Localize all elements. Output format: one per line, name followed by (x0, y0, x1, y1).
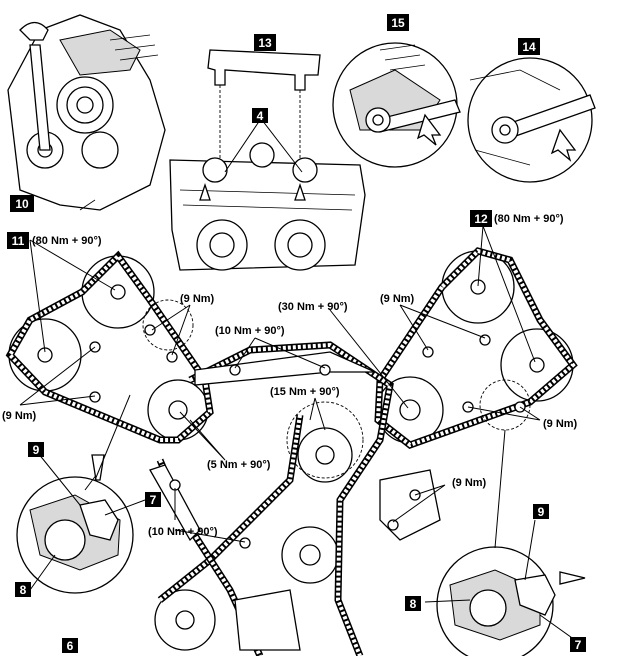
inset-tensioner-left (16, 394, 146, 594)
callout-label: 12 (474, 212, 488, 226)
cylinder-head-assembly (169, 49, 366, 271)
callout-8-right: 8 (405, 596, 421, 611)
push-arrow-icon (91, 454, 105, 481)
callout-label: 11 (12, 234, 25, 248)
callout-label: 7 (575, 638, 582, 652)
callout-label: 9 (538, 505, 545, 519)
callout-label: 10 (15, 197, 29, 211)
callout-11: 11 (7, 232, 29, 249)
rotate-arrow-icon-14 (550, 128, 577, 162)
callout-label: 15 (391, 16, 405, 30)
callout-8-left: 8 (15, 582, 31, 597)
torque-label-center-top: (30 Nm + 90°) (278, 301, 348, 313)
callout-4: 4 (252, 108, 268, 123)
torque-label-lower-left: (10 Nm + 90°) (148, 526, 218, 538)
push-arrow-icon-right (559, 571, 586, 585)
torque-label-right-side: (9 Nm) (543, 418, 578, 430)
inset-tensioner-right (424, 429, 586, 661)
callout-6: 6 (62, 638, 78, 653)
callout-10: 10 (10, 195, 34, 212)
wrench-icon (29, 44, 51, 151)
callout-label: 4 (257, 109, 264, 123)
callout-14: 14 (518, 38, 540, 55)
torque-label-left-lower: (9 Nm) (2, 410, 37, 422)
timing-chain-layout (5, 247, 578, 658)
rotate-arrow-icon (416, 113, 442, 146)
callout-label: 8 (20, 583, 27, 597)
torque-label-right-upper: (9 Nm) (380, 293, 415, 305)
torque-label-left-upper: (9 Nm) (180, 293, 215, 305)
torque-label-center-idler: (15 Nm + 90°) (270, 386, 340, 398)
callout-7-left: 7 (145, 492, 161, 507)
torque-label-left-sprocket: (5 Nm + 90°) (207, 459, 271, 471)
leader-lines (19, 225, 541, 543)
callout-9-right: 9 (533, 504, 549, 519)
inset-camshaft-wrench (7, 14, 166, 211)
torque-label-12: (80 Nm + 90°) (494, 213, 564, 225)
callout-label: 13 (258, 36, 272, 50)
callout-7-right: 7 (570, 637, 586, 652)
inset-14 (467, 57, 596, 183)
callout-15: 15 (387, 14, 409, 31)
torque-label-11: (80 Nm + 90°) (32, 235, 102, 247)
camshaft-locking-bar-13 (207, 49, 321, 91)
callout-9-left: 9 (28, 442, 44, 457)
callout-label: 6 (67, 639, 74, 653)
callout-label: 14 (522, 40, 536, 54)
callout-label: 9 (33, 443, 40, 457)
callout-label: 8 (410, 597, 417, 611)
torque-label-center-guide: (10 Nm + 90°) (215, 325, 285, 337)
callout-label: 7 (150, 493, 157, 507)
inset-15 (332, 42, 461, 168)
callout-12: 12 (470, 210, 492, 227)
torque-label-right-lower: (9 Nm) (452, 477, 487, 489)
callout-13: 13 (254, 34, 276, 51)
